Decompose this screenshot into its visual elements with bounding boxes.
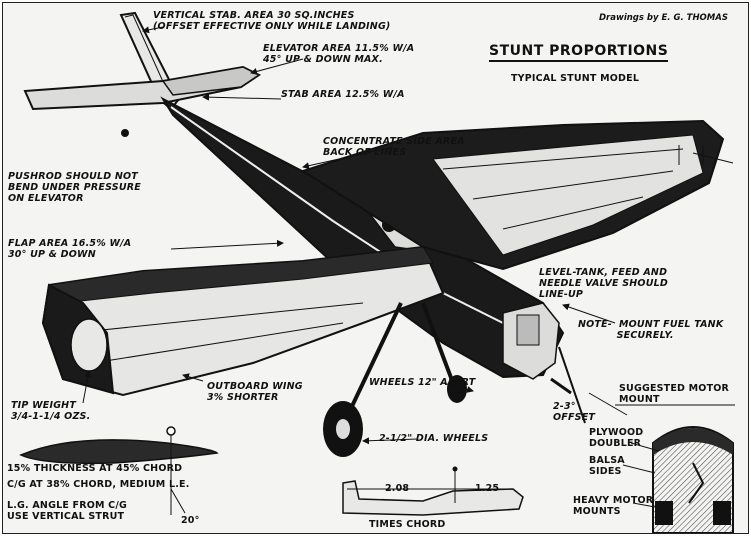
- tail-wheel: [121, 129, 129, 137]
- label-flap-area: FLAP AREA 16.5% W/A 30° UP & DOWN: [8, 238, 132, 260]
- label-offset: 2-3° OFFSET: [553, 401, 596, 423]
- label-heavy-motor-mounts: HEAVY MOTOR MOUNTS: [573, 495, 654, 517]
- label-stab-area: STAB AREA 12.5% W/A: [281, 89, 405, 100]
- label-side-area: CONCENTRATE SIDE AREA BACK OF LINES: [323, 136, 465, 158]
- right-wheel: [447, 375, 467, 403]
- label-vertical-stab: VERTICAL STAB. AREA 30 SQ.INCHES (OFFSET…: [153, 10, 391, 32]
- label-outboard-wing: OUTBOARD WING 3% SHORTER: [207, 381, 303, 403]
- label-angle-20: 20°: [181, 515, 200, 526]
- side-profile: [342, 466, 524, 516]
- tail-assembly: [23, 11, 261, 137]
- landing-gear: [323, 302, 467, 457]
- drawing-credit: Drawings by E. G. THOMAS: [599, 13, 728, 23]
- elevator: [161, 66, 261, 96]
- label-level-tank: LEVEL-TANK, FEED AND NEEDLE VALVE SHOULD…: [539, 267, 668, 300]
- dimension-1-25: 1.25: [475, 483, 500, 494]
- left-wing: [41, 245, 445, 397]
- label-wheel-dia: 2-1/2" DIA. WHEELS: [379, 433, 489, 444]
- label-elevator-area: ELEVATOR AREA 11.5% W/A 45° UP & DOWN MA…: [263, 43, 415, 65]
- label-balsa-sides: BALSA SIDES: [589, 455, 625, 477]
- right-wing: [300, 119, 725, 271]
- label-cg: C/G AT 38% CHORD, MEDIUM L.E.: [7, 479, 190, 490]
- label-lg-angle: L.G. ANGLE FROM C/G USE VERTICAL STRUT: [7, 500, 128, 522]
- page-subtitle: TYPICAL STUNT MODEL: [511, 73, 640, 84]
- dimension-2-08: 2.08: [385, 483, 410, 494]
- motor-mount-detail: [615, 404, 735, 533]
- label-plywood-doubler: PLYWOOD DOUBLER: [589, 427, 644, 449]
- propeller: [558, 346, 586, 424]
- tip-weight: [70, 318, 108, 372]
- label-wheels-apart: WHEELS 12" APART: [369, 377, 476, 388]
- label-pushrod: PUSHROD SHOULD NOT BEND UNDER PRESSURE O…: [8, 171, 141, 204]
- page-title: STUNT PROPORTIONS: [489, 43, 669, 62]
- engine: [502, 302, 586, 424]
- airfoil-section: [19, 426, 219, 515]
- label-thickness: 15% THICKNESS AT 45% CHORD: [7, 463, 183, 474]
- leader-lines: [82, 26, 734, 445]
- label-motor-mount: SUGGESTED MOTOR MOUNT: [619, 383, 730, 405]
- label-note-fuel-tank: NOTE- MOUNT FUEL TANK SECURELY.: [578, 319, 724, 341]
- stunt-model-drawing: [19, 11, 735, 533]
- label-times-chord: TIMES CHORD: [369, 519, 446, 530]
- label-tip-weight: TIP WEIGHT 3/4-1-1/4 OZS.: [11, 400, 91, 422]
